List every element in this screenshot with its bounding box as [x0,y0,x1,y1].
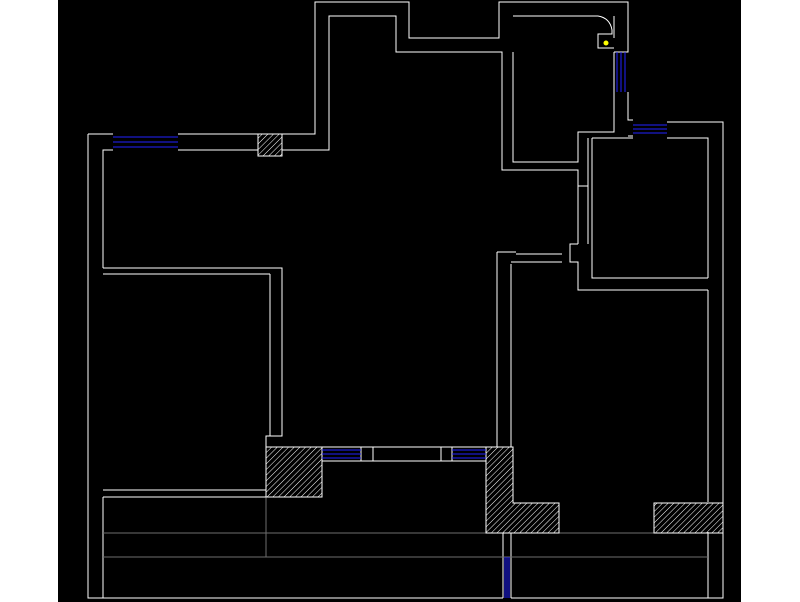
wall-outlines [87,1,724,599]
window-living-south-1 [322,449,361,459]
window-northwest [113,136,178,148]
east-bedroom-west-wall [496,251,516,447]
structural-columns [257,133,724,534]
corridor-door [516,253,562,263]
column-north [257,133,283,157]
outer-wall-north-east [485,1,629,186]
outer-wall-west [87,133,113,599]
north-window-frame [417,37,485,53]
drawing-area [58,0,741,602]
window-kitchen-east [616,52,626,92]
outer-wall-east [591,121,724,599]
window-glazing [113,52,667,598]
balcony-lower [103,533,708,599]
south-west-bedroom-wall [103,489,266,498]
counter-corner [588,15,614,49]
window-bath-north [633,124,667,134]
west-bedroom-wall [103,267,283,447]
east-wall-upper [627,92,633,137]
left-margin [0,0,58,602]
right-margin [741,0,800,602]
gas-valve-icon [603,40,609,46]
window-living-south-2 [452,449,486,459]
column-south-east [653,502,724,534]
south-window-frame [322,446,486,462]
column-south-center [485,446,560,534]
outer-wall-north-left [178,1,417,151]
window-balcony-south [504,557,510,598]
kitchen-fixtures [588,15,614,49]
column-south-west [265,446,323,498]
dimension-lines [103,497,708,558]
kitchen-divider [577,186,589,244]
